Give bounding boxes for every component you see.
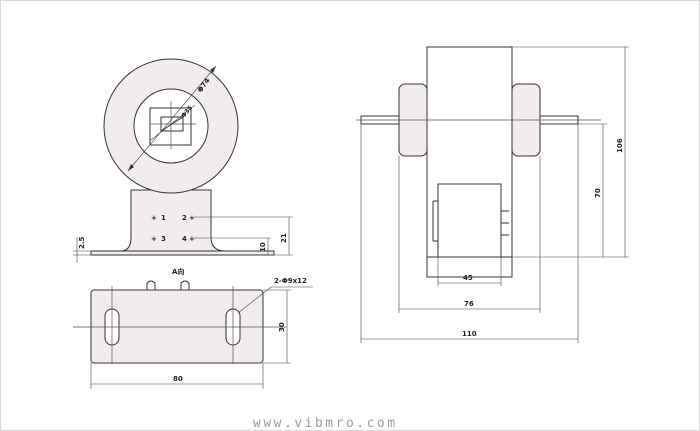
diameter-74-leader [127,65,217,172]
front-view: Φ74 Φ35 + 1 2 + + 3 4 + 10 21 2.5 [73,58,293,263]
dim-21: 21 [280,233,288,243]
dim-80: 80 [173,375,183,383]
support-stand [120,189,226,252]
dim-45: 45 [463,274,473,282]
base-plate-bottom [90,289,264,364]
terminal-block [437,183,502,258]
base-plate [90,250,275,256]
terminal-2-label: 2 [182,214,187,222]
slot-spec-label: 2-Φ9x12 [274,277,307,285]
svg-text:+: + [189,214,195,222]
dim-2-5: 2.5 [78,236,86,249]
dim-106: 106 [616,138,624,153]
dim-30: 30 [278,322,286,332]
terminal-4-label: 4 [182,235,187,243]
diameter-35-leader [150,104,196,141]
dim-70: 70 [594,188,602,198]
terminal-3-label: 3 [161,235,166,243]
bottom-view: A向 2-Φ9x12 30 80 [73,267,313,389]
svg-text:+: + [151,235,157,243]
dim-10: 10 [259,242,267,252]
view-a-label: A向 [172,267,184,276]
dim-76: 76 [464,300,474,308]
site-watermark: www.vibmro.com [253,416,398,431]
svg-text:+: + [151,214,157,222]
svg-text:+: + [189,235,195,243]
dim-110: 110 [462,330,477,338]
terminal-1-label: 1 [161,214,166,222]
side-view: 70 106 45 76 110 [356,46,629,343]
core-window [149,107,192,146]
